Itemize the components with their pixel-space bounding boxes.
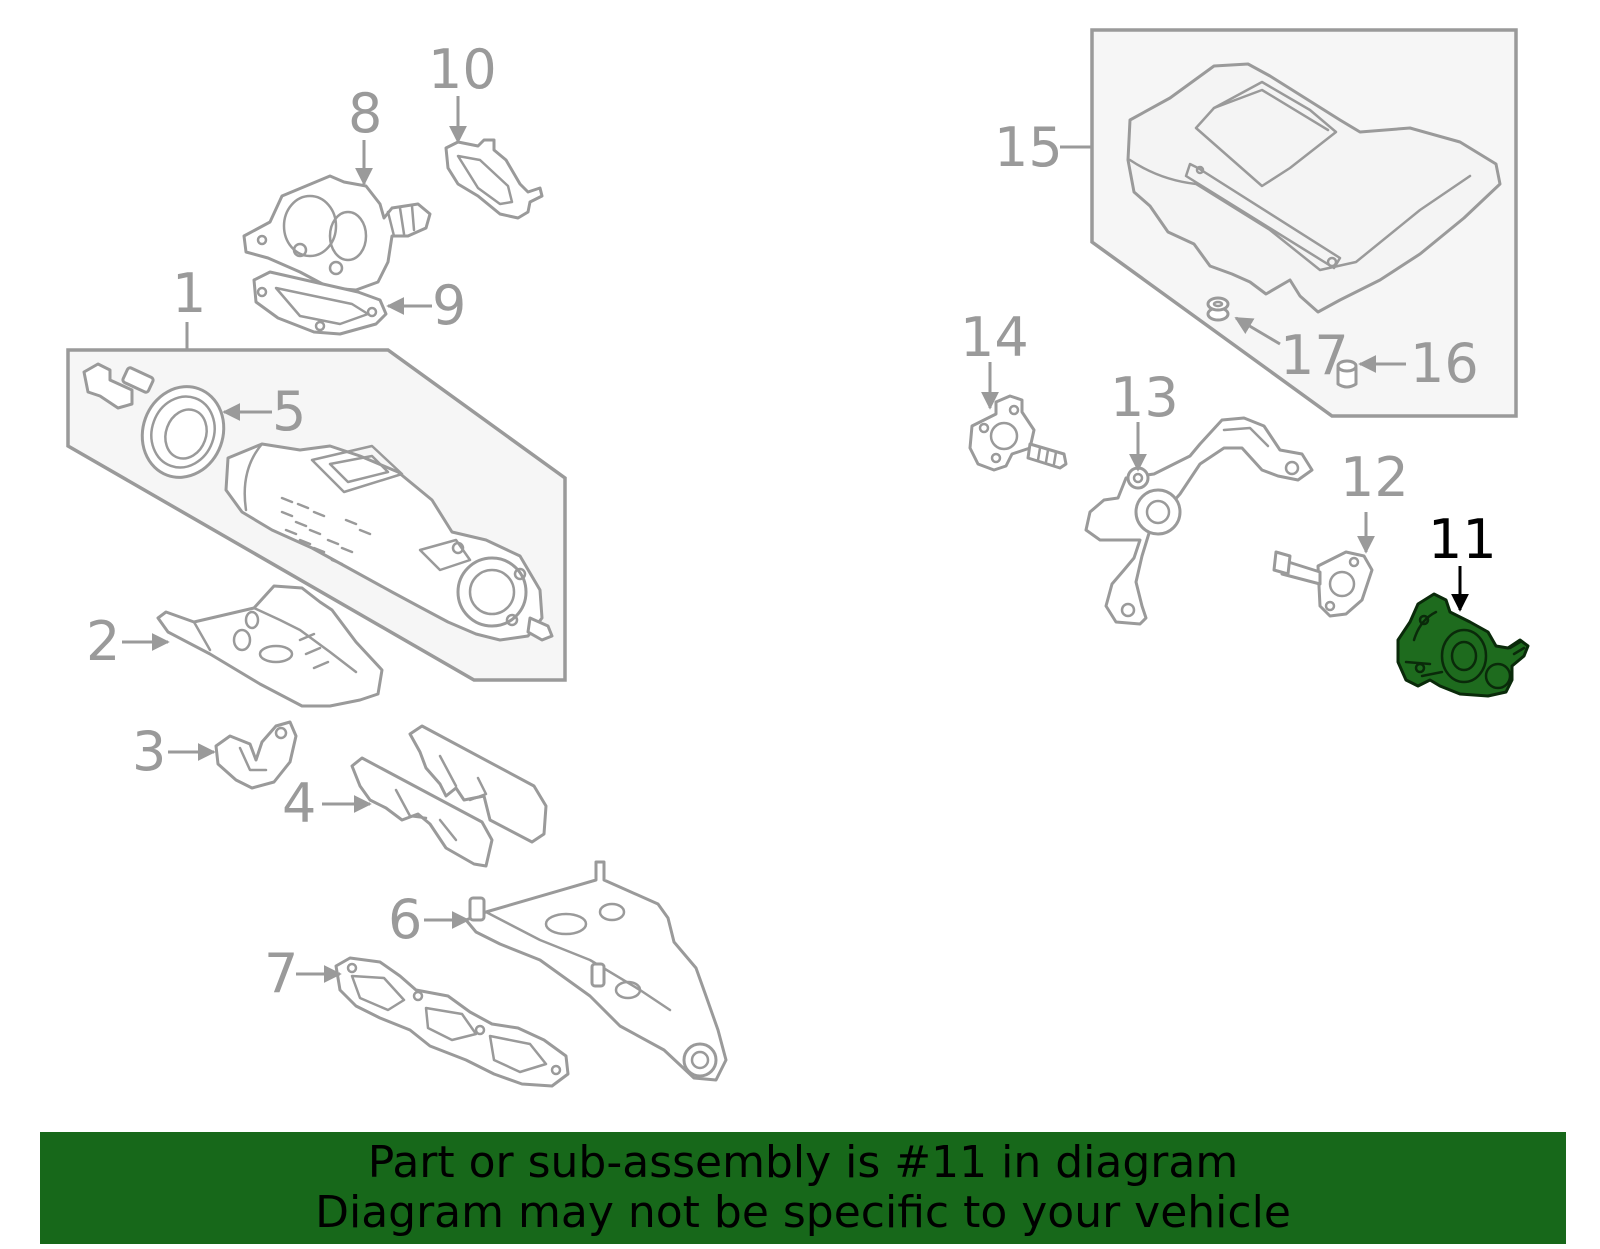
part-8-throttle-body[interactable] <box>242 174 432 292</box>
part-4-gaskets[interactable] <box>350 724 548 868</box>
leader-lines <box>122 96 1469 983</box>
info-banner: Part or sub-assembly is #11 in diagram D… <box>40 1132 1566 1244</box>
callout-10[interactable]: 10 <box>428 38 497 101</box>
part-14-fitting[interactable] <box>968 394 1068 472</box>
part-17-grommet[interactable] <box>1206 296 1230 322</box>
part-1-supercharger[interactable] <box>224 442 554 642</box>
callout-16[interactable]: 16 <box>1410 332 1479 395</box>
part-7-manifold-gasket[interactable] <box>334 956 570 1088</box>
callout-7[interactable]: 7 <box>264 942 298 1005</box>
part-12-flange-fitting[interactable] <box>1272 550 1374 618</box>
part-2-heat-shield[interactable] <box>156 584 384 708</box>
callout-labels: 1 2 3 4 5 6 7 8 9 10 11 12 13 14 15 16 1… <box>86 38 1497 1005</box>
part-6-intake-manifold[interactable] <box>464 860 728 1082</box>
callout-3[interactable]: 3 <box>132 720 166 783</box>
callout-17[interactable]: 17 <box>1280 324 1349 387</box>
callout-11[interactable]: 11 <box>1428 508 1497 571</box>
part-10-flange[interactable] <box>444 138 544 220</box>
callout-4[interactable]: 4 <box>282 772 316 835</box>
callout-2[interactable]: 2 <box>86 610 120 673</box>
callout-5[interactable]: 5 <box>272 380 306 443</box>
callout-8[interactable]: 8 <box>348 82 382 145</box>
banner-line-1: Part or sub-assembly is #11 in diagram <box>367 1137 1239 1188</box>
callout-13[interactable]: 13 <box>1110 366 1179 429</box>
banner-line-2: Diagram may not be specific to your vehi… <box>315 1187 1291 1238</box>
part-16-grommet[interactable] <box>1336 359 1358 389</box>
callout-12[interactable]: 12 <box>1340 446 1409 509</box>
callout-15[interactable]: 15 <box>994 116 1063 179</box>
part-11-egr-valve[interactable] <box>1396 592 1530 698</box>
part-13-egr-pipe[interactable] <box>1084 416 1314 626</box>
part-15-engine-cover[interactable] <box>1126 62 1502 314</box>
part-3-bracket[interactable] <box>214 720 298 790</box>
callout-6[interactable]: 6 <box>388 888 422 951</box>
callout-1[interactable]: 1 <box>172 262 206 325</box>
callout-14[interactable]: 14 <box>960 306 1029 369</box>
part-9-throttle-gasket[interactable] <box>252 270 388 336</box>
part-5-pulley[interactable] <box>82 362 236 489</box>
callout-9[interactable]: 9 <box>432 274 466 337</box>
